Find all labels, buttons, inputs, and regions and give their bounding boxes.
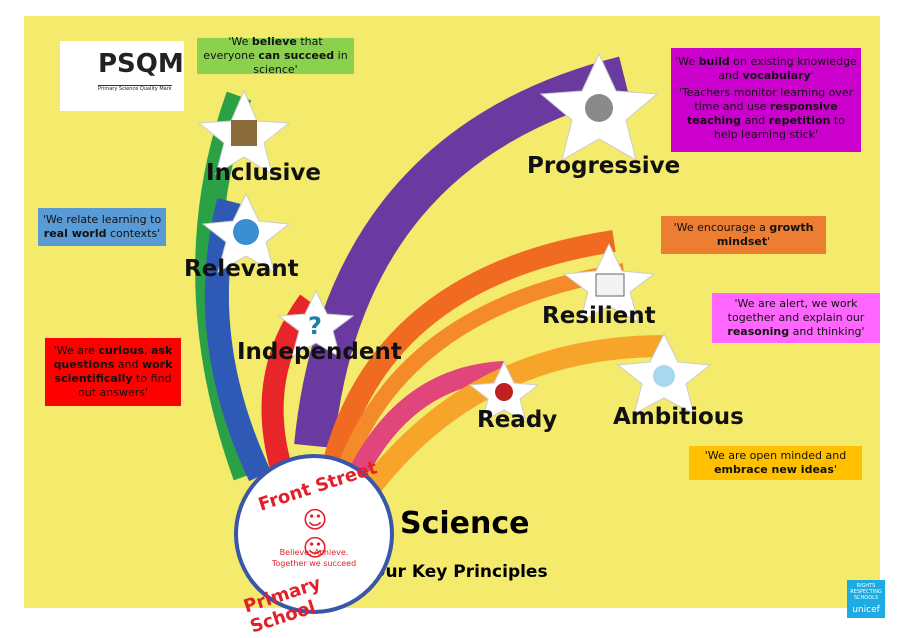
figure-icon — [495, 383, 513, 401]
label-ready: Ready — [477, 407, 558, 433]
psqm-logo-name: PSQM — [98, 49, 184, 79]
label-inclusive: Inclusive — [206, 160, 321, 186]
unicef-rrs-logo: RIGHTS RESPECTING SCHOOLS unicef — [847, 580, 885, 618]
school-figures-icon: ☺☺ — [302, 506, 328, 562]
label-independent: Independent — [237, 339, 402, 365]
i-can-do-it-icon — [595, 273, 625, 297]
label-ambitious: Ambitious — [613, 404, 744, 430]
arc-orange — [323, 230, 616, 464]
quote-progressive: 'We build on existing knowledge and voca… — [671, 48, 861, 152]
school-motto-2: Together we succeed — [271, 559, 357, 568]
school-motto-1: Believe. Achieve. — [279, 548, 349, 557]
quote-ambitious: 'We are open minded and embrace new idea… — [689, 446, 862, 480]
question-mark-icon: ? — [308, 312, 322, 340]
arc-pink — [344, 361, 505, 486]
quote-ready: 'We are alert, we work together and expl… — [712, 293, 880, 343]
quote-inclusive: 'We believe that everyone can succeed in… — [197, 35, 354, 76]
unicef-line1: RIGHTS RESPECTING SCHOOLS — [850, 583, 882, 601]
label-relevant: Relevant — [184, 256, 299, 282]
classroom-icon — [231, 120, 257, 146]
quote-resilient: 'We encourage a growth mindset' — [661, 216, 826, 254]
label-progressive: Progressive — [527, 153, 681, 179]
lightbulb-icon — [653, 365, 675, 387]
brain-gears-icon — [585, 94, 613, 122]
psqm-logo-tagline: Primary Science Quality Mark — [98, 85, 172, 92]
page-subtitle: Our Key Principles — [371, 562, 548, 582]
unicef-line2: unicef — [852, 605, 880, 615]
poster: ? PSQM Primary Science Quality Mark 'We … — [24, 16, 885, 638]
quote-independent: 'We are curious, ask questions and work … — [45, 338, 181, 406]
globe-icon — [233, 219, 259, 245]
quote-relevant: 'We relate learning to real world contex… — [38, 208, 166, 246]
star-independent — [277, 289, 355, 359]
page-title: Science — [400, 506, 530, 541]
rainbow-arcs: ? — [195, 52, 712, 503]
psqm-logo: PSQM Primary Science Quality Mark — [60, 41, 184, 111]
school-logo: Front Street ☺☺ Believe. Achieve. Togeth… — [234, 454, 394, 638]
label-resilient: Resilient — [542, 303, 656, 329]
arc-orange2 — [336, 263, 626, 474]
